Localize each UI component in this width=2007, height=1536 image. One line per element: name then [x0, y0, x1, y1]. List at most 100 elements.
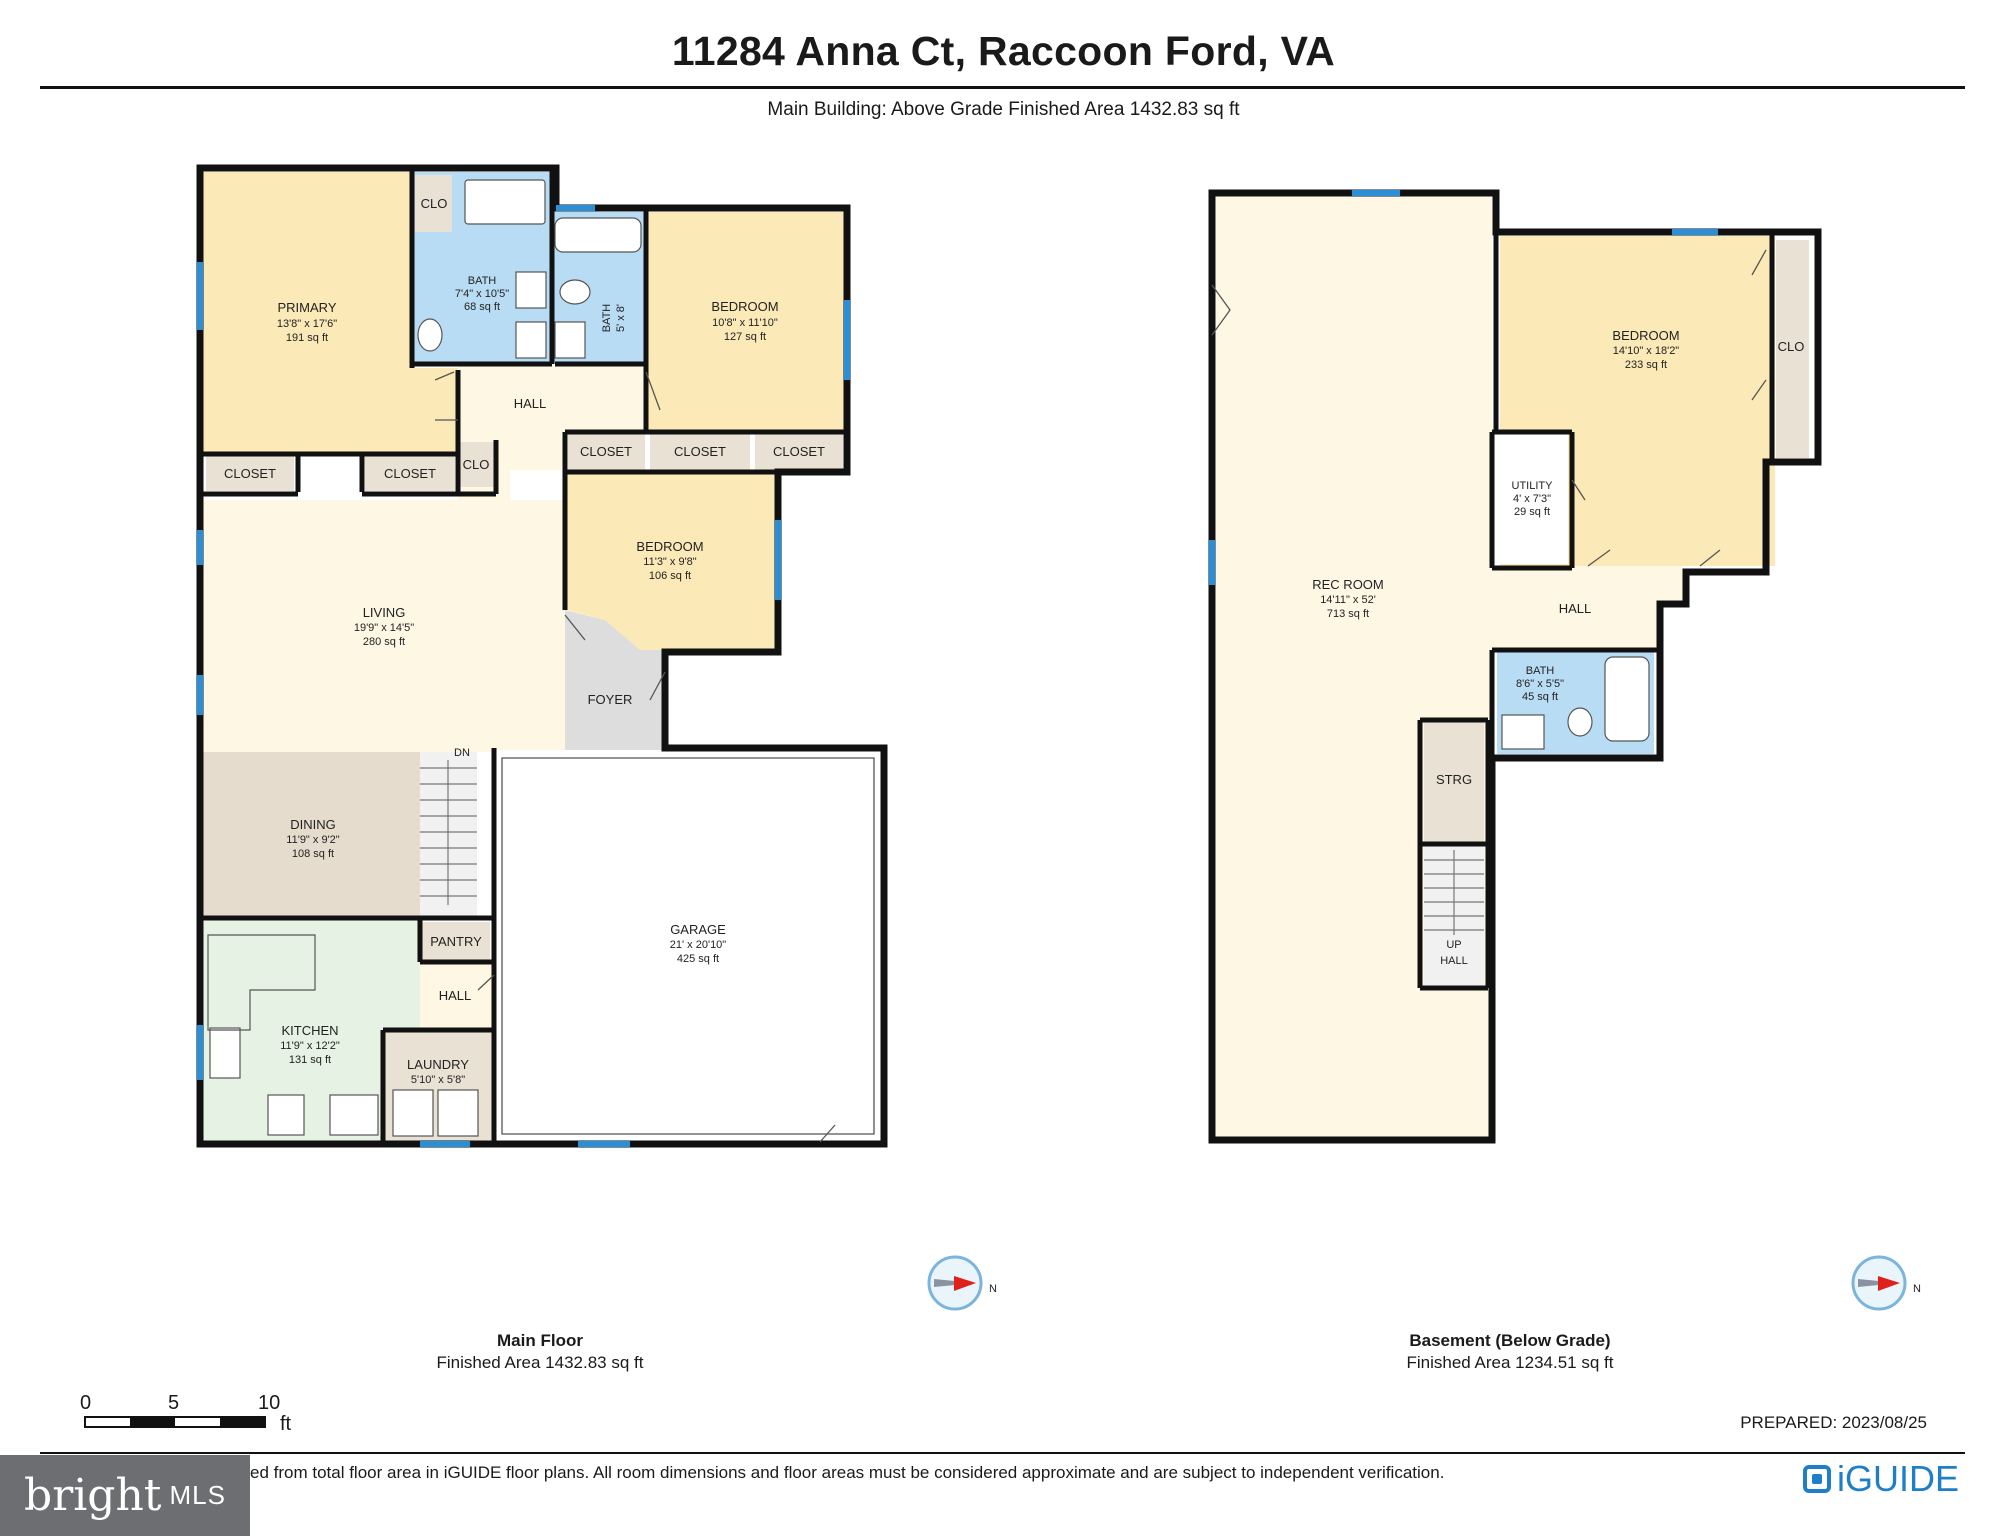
rec-room-name: REC ROOM [1312, 577, 1384, 592]
basement-doors [1211, 249, 1767, 567]
foyer-area [565, 610, 665, 752]
laundry-name: LAUNDRY [407, 1057, 469, 1072]
mls-logo-text: MLS [169, 1480, 226, 1510]
disclaimer-text: ed from total floor area in iGUIDE floor… [250, 1463, 1445, 1482]
basement-bath-area: 45 sq ft [1522, 691, 1558, 703]
main-fixtures [207, 179, 642, 1137]
basement-interior-walls [1417, 232, 1775, 991]
laundry-dims: 5'10" x 5'8" [411, 1074, 465, 1086]
dining-dims: 11'9" x 9'2" [286, 834, 339, 846]
bedroom1-area: 127 sq ft [724, 331, 766, 343]
bedroom2-area: 106 sq ft [649, 570, 691, 582]
bedroom1-dims: 10'8" x 11'10" [712, 317, 778, 329]
garage-inner-outline [501, 757, 875, 1135]
utility-dims: 4' x 7'3" [1513, 493, 1551, 505]
basement-bedroom-name: BEDROOM [1612, 328, 1679, 343]
primary-room [202, 172, 458, 454]
basement-closet-box [1776, 240, 1809, 458]
kitchen-name: KITCHEN [281, 1023, 338, 1038]
main-stairs [420, 760, 477, 905]
closet-b-label: CLOSET [384, 466, 436, 481]
scale-unit: ft [280, 1413, 292, 1435]
footer-divider [40, 1452, 1965, 1454]
basement-hall-label: HALL [1559, 601, 1592, 616]
stairs-up-label: UP [1446, 939, 1461, 951]
rec-room [1216, 197, 1492, 1137]
closet-a-box [206, 454, 294, 491]
page-subtitle: Main Building: Above Grade Finished Area… [767, 99, 1240, 120]
closet-d-label: CLOSET [674, 444, 726, 459]
closet-c-label: CLOSET [580, 444, 632, 459]
iguide-mark-icon [1802, 1465, 1831, 1493]
floor-plan-drawing: .lbl { font-family: "Liberation Sans", s… [84, 164, 1921, 1428]
iguide-logo-text: iGUIDE [1836, 1458, 1959, 1499]
scale-label-10: 10 [258, 1392, 281, 1414]
basement-plan: REC ROOM 14'11" x 52' 713 sq ft BEDROOM … [1208, 189, 1822, 1144]
hall-upper-label: HALL [514, 396, 547, 411]
bath1-name: BATH [468, 275, 497, 287]
clo-b-box [458, 442, 494, 487]
bath1-dims: 7'4" x 10'5" [455, 288, 509, 300]
basement-caption-title: Basement (Below Grade) [1409, 1331, 1611, 1350]
primary-dims: 13'8" x 17'6" [277, 318, 337, 330]
garage-name: GARAGE [670, 922, 726, 937]
primary-area: 191 sq ft [286, 332, 328, 344]
page-title: 11284 Anna Ct, Raccoon Ford, VA [671, 28, 1336, 74]
dining-name: DINING [290, 817, 336, 832]
bedroom1-name: BEDROOM [711, 299, 778, 314]
basement-fixtures [1501, 656, 1650, 750]
basement-clo-label: CLO [1778, 339, 1805, 354]
utility-room [1496, 434, 1568, 564]
title-divider [40, 86, 1965, 89]
basement-compass-north: N [1913, 1283, 1921, 1295]
clo-a-box [415, 175, 452, 232]
basement-bedroom-area: 233 sq ft [1625, 359, 1667, 371]
basement-exterior-wall [1208, 189, 1822, 1144]
garage-room [494, 750, 882, 1142]
bedroom2-room [567, 472, 776, 650]
basement-caption: Basement (Below Grade) Finished Area 123… [1350, 1330, 1670, 1374]
bath1-area: 68 sq ft [464, 301, 500, 313]
closet-c-box [568, 434, 645, 470]
scale-bar [84, 1416, 266, 1428]
foyer-label: FOYER [588, 692, 633, 707]
main-floor-caption-title: Main Floor [497, 1331, 583, 1350]
utility-name: UTILITY [1512, 480, 1554, 492]
living-name: LIVING [363, 605, 406, 620]
bedroom2-dims: 11'3" x 9'8" [643, 556, 696, 568]
basement-stairs [1424, 850, 1484, 935]
clo-a-label: CLO [421, 196, 448, 211]
clo-b-label: CLO [463, 457, 490, 472]
hall-upper-area [458, 365, 646, 500]
strg-box [1424, 722, 1484, 842]
basement-bath-dims: 8'6" x 5'5" [1516, 678, 1564, 690]
primary-name: PRIMARY [278, 300, 337, 315]
bedroom2-name: BEDROOM [636, 539, 703, 554]
basement-caption-area: Finished Area 1234.51 sq ft [1406, 1353, 1614, 1372]
main-room-labels: PRIMARY 13'8" x 17'6" 191 sq ft BATH 7'4… [224, 196, 825, 1086]
rec-room-area: 713 sq ft [1327, 608, 1369, 620]
main-interior-walls [202, 170, 847, 1144]
pantry-box [420, 922, 490, 960]
scale-label-0: 0 [80, 1392, 92, 1414]
scale-label-5: 5 [168, 1392, 180, 1414]
bright-logo-text: bright [24, 1470, 162, 1521]
hall-lower-area [420, 962, 494, 1030]
garage-area: 425 sq ft [677, 953, 719, 965]
basement-windows [1209, 190, 1718, 585]
bath2-name: BATH [601, 304, 613, 333]
closet-e-label: CLOSET [773, 444, 825, 459]
hall-lower-label: HALL [439, 988, 472, 1003]
strg-label: STRG [1436, 772, 1472, 787]
bedroom1-room [646, 212, 847, 432]
basement-room-labels: REC ROOM 14'11" x 52' 713 sq ft BEDROOM … [1312, 328, 1804, 967]
main-compass-icon: N [927, 1255, 997, 1311]
basement-hall-area [1492, 566, 1683, 650]
prepared-date: PREPARED: 2023/08/25 [1740, 1413, 1927, 1432]
main-doors [434, 371, 836, 1143]
main-compass-north: N [989, 1283, 997, 1295]
rec-room-dims: 14'11" x 52' [1320, 594, 1376, 606]
basement-compass-icon: N [1851, 1255, 1921, 1311]
kitchen-room [202, 918, 420, 1142]
kitchen-dims: 11'9" x 12'2" [280, 1040, 340, 1052]
